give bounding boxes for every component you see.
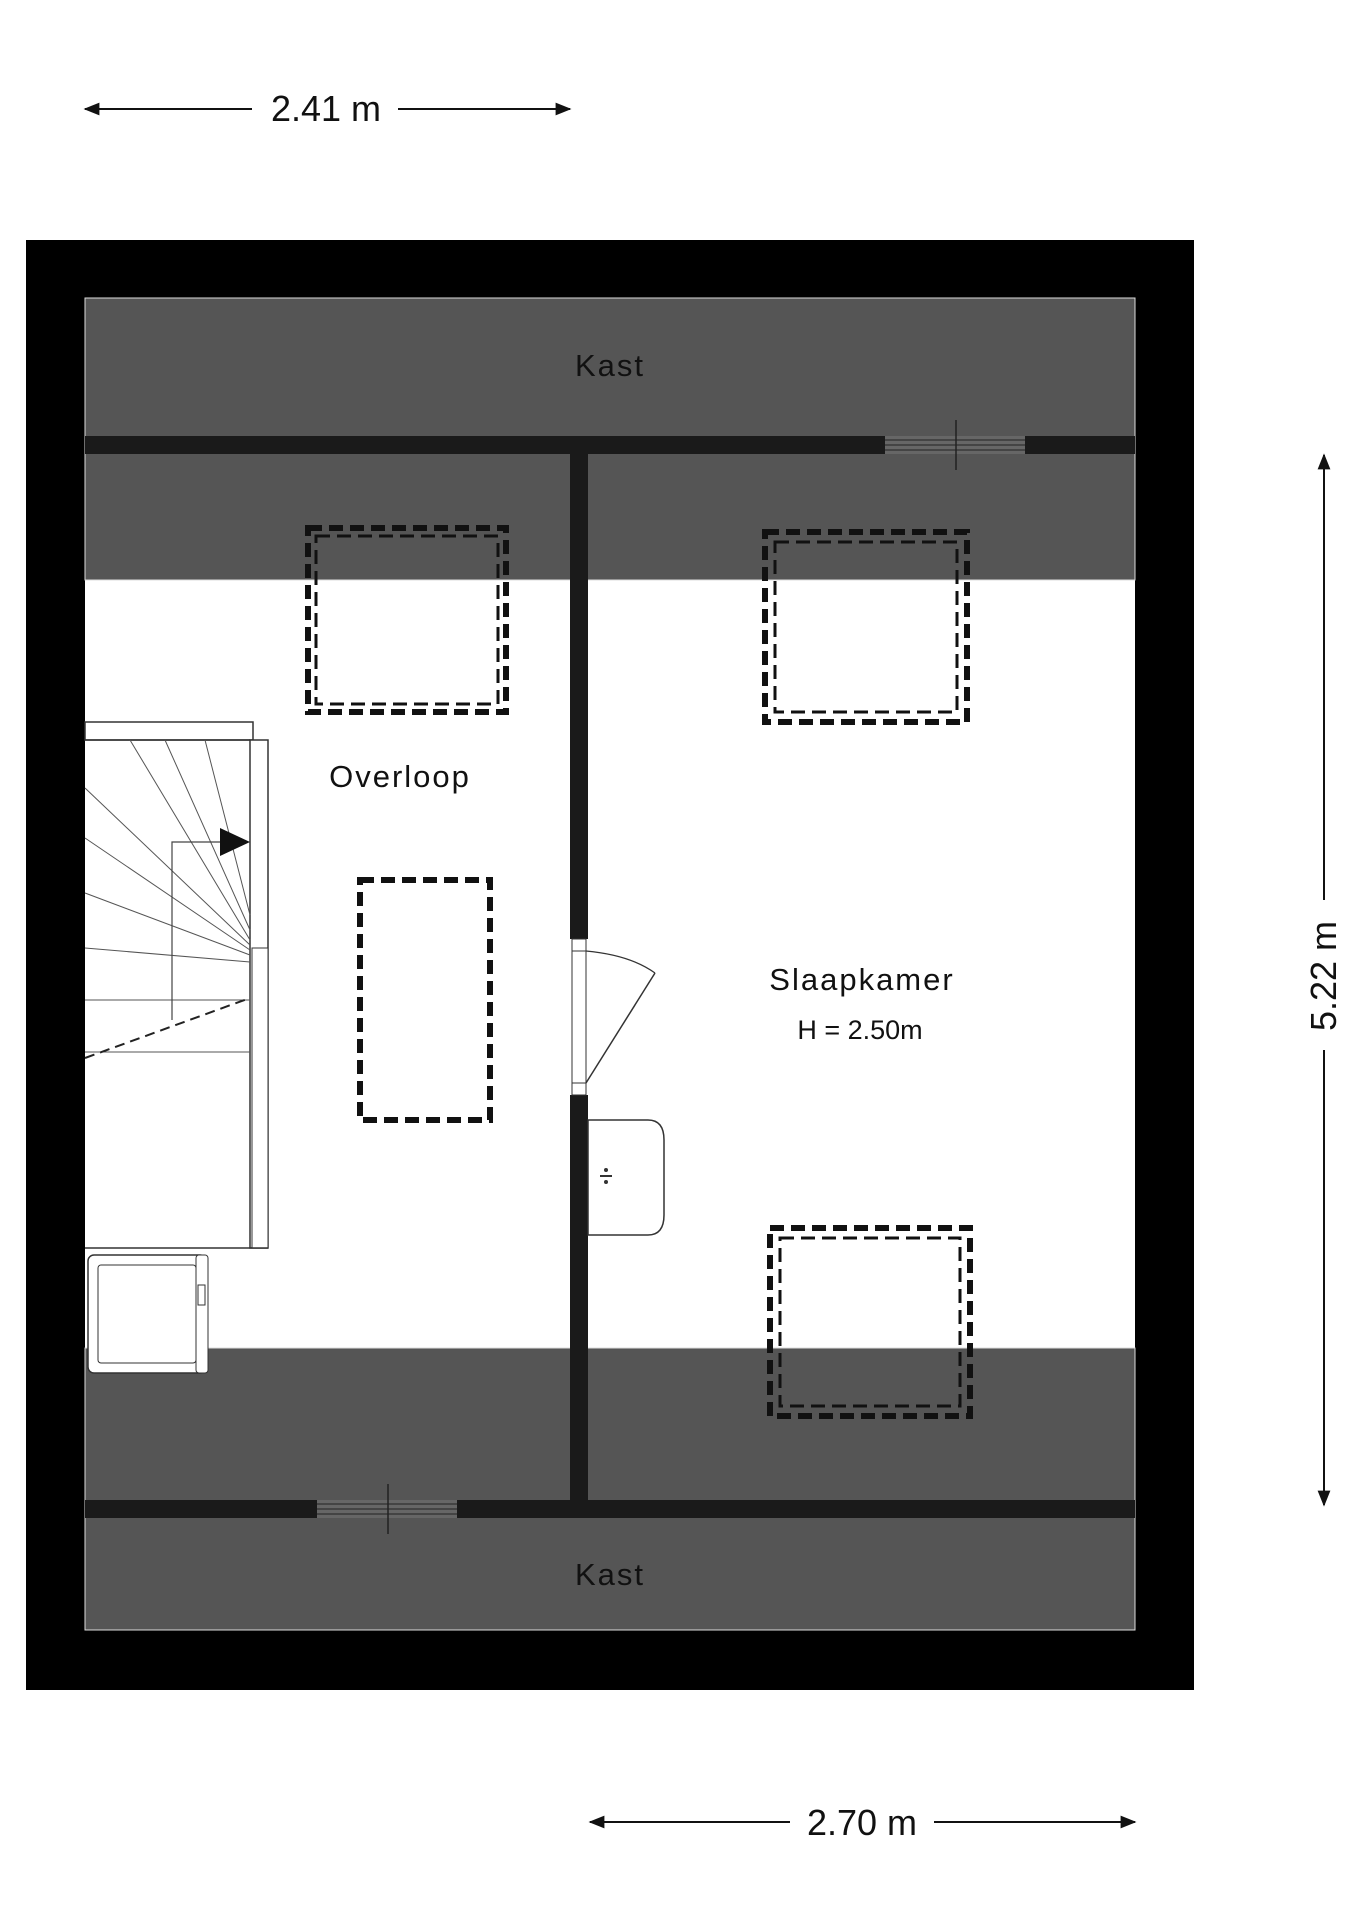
room-height-slaapkamer: H = 2.50m (797, 1015, 922, 1045)
dimension-right-label: 5.22 m (1303, 921, 1344, 1031)
dimension-bottom-label: 2.70 m (807, 1802, 917, 1843)
room-label-kast-top: Kast (575, 348, 645, 383)
skylight-bedroom-top (762, 529, 970, 725)
knee-wall-top-right (1025, 436, 1135, 454)
dimension-top: 2.41 m (83, 88, 572, 129)
skylight-overloop-middle (357, 877, 493, 1123)
stair-direction-arrow (220, 828, 250, 856)
skylight-bedroom-bottom-inner (778, 1236, 962, 1408)
room-label-kast-bottom: Kast (575, 1557, 645, 1592)
washbasin (587, 1119, 665, 1236)
partition-wall-upper (570, 454, 588, 939)
skylight-overloop-top-inner (314, 534, 500, 706)
dimension-right: 5.22 m (1303, 453, 1344, 1507)
dimension-top-label: 2.41 m (271, 88, 381, 129)
knee-wall-top (85, 436, 885, 454)
bedroom-door[interactable] (571, 938, 656, 1096)
skylight-bedroom-bottom (767, 1225, 973, 1419)
knee-wall-bottom-right (457, 1500, 1135, 1518)
kast-door-bottom[interactable] (317, 1484, 457, 1534)
skylight-bedroom-top-inner (773, 540, 959, 714)
skylight-overloop-top (305, 525, 509, 715)
knee-wall-bottom (85, 1500, 317, 1518)
room-label-overloop: Overloop (329, 759, 471, 794)
kast-door-top[interactable] (885, 420, 1025, 470)
room-label-slaapkamer: Slaapkamer (769, 962, 954, 997)
partition-wall-lower (570, 1095, 588, 1518)
washing-machine (87, 1254, 209, 1374)
staircase (84, 721, 269, 1249)
dimension-bottom: 2.70 m (588, 1802, 1137, 1843)
